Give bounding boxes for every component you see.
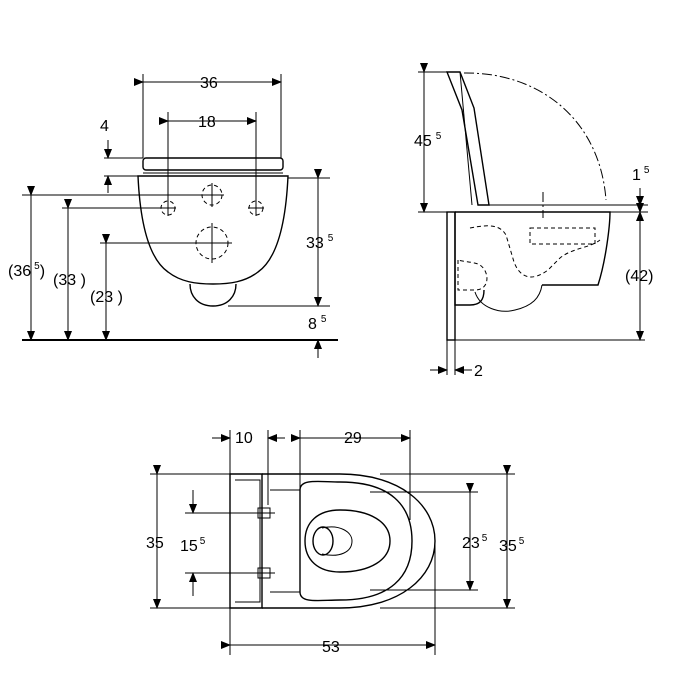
dim-label-35: 35 [146,535,164,552]
mounting-hole-right [248,200,264,216]
fixing-bolt-bottom [252,567,275,579]
dim-label-29: 29 [344,430,362,447]
dim-label-18: 18 [198,114,216,131]
bowl-top-opening [304,509,391,573]
bowl-top-outline [262,473,436,609]
dim-label-23: (23 ) [90,289,123,306]
dim-label-33: (33 ) [53,272,86,289]
drain-outlet [192,223,232,263]
fixing-bolt-top [252,507,275,519]
lid-raised [445,71,490,206]
bowl-trap [474,284,543,312]
dim-label-4: 4 [100,118,109,135]
dim-label-2: 2 [474,363,483,380]
bowl-internal-channel [469,225,601,278]
bowl-outlet [189,283,237,307]
bowl-top-rim [299,480,413,602]
water-inlet [200,183,224,207]
wall-outline [446,211,456,341]
dim-label-42: (42) [625,268,653,285]
bowl-top-drain [312,526,334,556]
dim-label-36: 36 [200,75,218,92]
lid-swing-arc [463,72,607,201]
bowl-front-outline [137,175,289,285]
dim-label-10: 10 [235,430,253,447]
wall-plate [229,473,263,609]
mounting-hole-left [160,200,176,216]
bowl-side-rim [455,211,611,286]
bowl-side-body [454,212,485,306]
dim-label-53: 53 [322,639,340,656]
seat-outline [142,157,284,171]
